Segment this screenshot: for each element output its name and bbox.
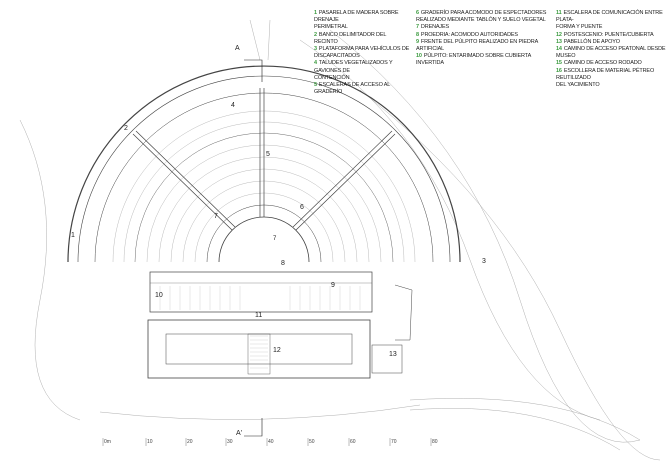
scale-bar-ticks — [102, 438, 432, 446]
scale-label: 10 — [147, 439, 153, 445]
theatre-cavea — [67, 65, 461, 263]
plan-label: 10 — [155, 292, 163, 299]
plan-label: 3 — [482, 258, 486, 265]
scale-label: 80 — [432, 439, 438, 445]
legend-item-cont: REALIZADO MEDIANTE TABLÓN Y SUELO VEGETA… — [416, 17, 546, 24]
scale-label: 0m — [104, 439, 111, 445]
scale-label: 50 — [309, 439, 315, 445]
plan-label: 9 — [331, 282, 335, 289]
plan-label: 7 — [273, 236, 277, 242]
plan-label: 7 — [214, 213, 218, 220]
legend-item-cont: INVERTIDA — [416, 60, 444, 67]
plan-label: 8 — [281, 260, 285, 267]
legend-item-cont: ARTIFICIAL — [416, 46, 445, 53]
section-mark-bottom: A' — [236, 430, 243, 437]
legend-item-cont: DEL YACIMIENTO — [556, 82, 600, 89]
plan-label: 5 — [266, 151, 270, 158]
scale-label: 40 — [268, 439, 274, 445]
plan-label: 12 — [273, 347, 281, 354]
plan-label: 1 — [71, 232, 75, 239]
plan-label: 13 — [389, 351, 397, 358]
section-mark-top: A — [235, 45, 240, 52]
scale-label: 70 — [391, 439, 397, 445]
plan-label: 4 — [231, 102, 235, 109]
scale-label: 20 — [187, 439, 193, 445]
plan-label: 6 — [300, 204, 304, 211]
plan-label: 2 — [124, 125, 128, 132]
stage-building — [147, 271, 413, 379]
legend-item-cont: PERIMETRAL — [314, 24, 348, 31]
plan-label: 11 — [255, 312, 263, 319]
scale-label: 30 — [227, 439, 233, 445]
legend-item-cont: CONTENCIÓN — [314, 74, 350, 81]
section-line — [244, 59, 263, 437]
terrain-contours — [19, 19, 661, 461]
scale-label: 60 — [350, 439, 356, 445]
legend-item-cont: FORMA Y PUENTE — [556, 24, 603, 31]
